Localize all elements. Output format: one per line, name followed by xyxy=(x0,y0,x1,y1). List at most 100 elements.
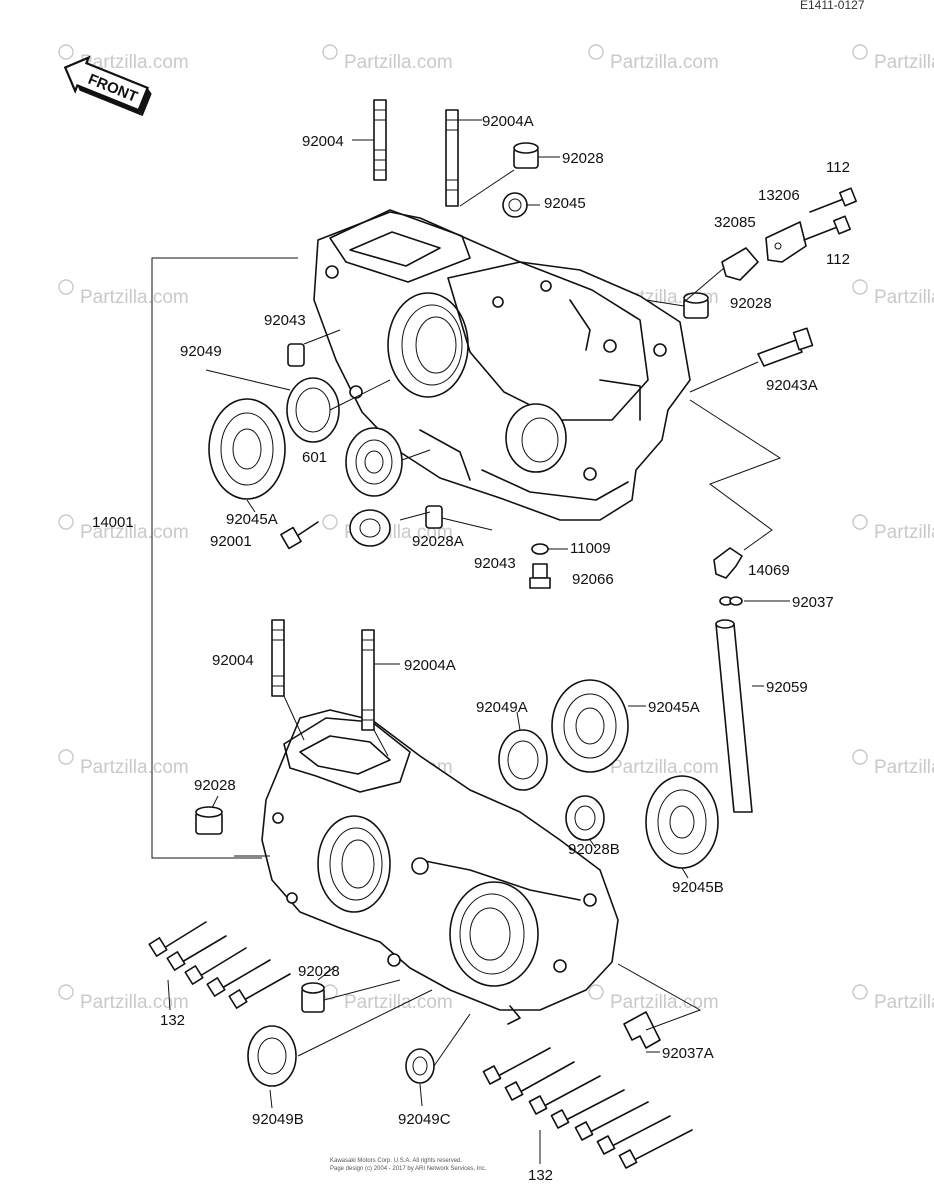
watermark: Partzilla.com xyxy=(58,279,189,308)
callout-92043a: 92043A xyxy=(766,377,818,394)
drawing-code: E1411-0127 xyxy=(800,0,865,12)
dowel-92028-bolt-area xyxy=(301,982,325,1013)
bolt-92001 xyxy=(280,521,319,550)
bolt-set-132-left xyxy=(148,921,291,1009)
callout-11009: 11009 xyxy=(570,540,611,557)
svg-text:Partzilla.com: Partzilla.com xyxy=(610,992,719,1013)
callout-112-a: 112 xyxy=(826,159,850,176)
svg-text:Partzilla.com: Partzilla.com xyxy=(610,52,719,73)
callout-132-bottom: 132 xyxy=(528,1167,553,1184)
leader-lines xyxy=(167,119,790,1164)
upper-crankcase-half xyxy=(313,209,691,521)
svg-text:Partzilla.com: Partzilla.com xyxy=(80,522,189,543)
callout-92028-lower: 92028 xyxy=(194,777,236,794)
watermark: Partzilla.com xyxy=(852,749,934,778)
bolt-112-a xyxy=(809,187,857,213)
collar-92028a xyxy=(349,509,391,547)
washer-11009 xyxy=(531,543,549,555)
callout-92004-upper: 92004 xyxy=(302,133,344,150)
stud-92004a-lower xyxy=(361,629,375,731)
svg-text:Partzilla.com: Partzilla.com xyxy=(874,522,934,543)
callout-92066: 92066 xyxy=(572,571,614,588)
watermark: Partzilla.com xyxy=(58,984,189,1013)
callout-13206: 13206 xyxy=(758,187,800,204)
oil-seal-92049b xyxy=(247,1025,297,1087)
watermark: Partzilla.com xyxy=(852,514,934,543)
watermark: Partzilla.com xyxy=(852,984,934,1013)
callout-132-left: 132 xyxy=(160,1012,185,1029)
callout-92037a: 92037A xyxy=(662,1045,714,1062)
callout-92028b: 92028B xyxy=(568,841,620,858)
clamp-92037a xyxy=(623,1011,661,1049)
callout-92028a: 92028A xyxy=(412,533,464,550)
svg-text:Partzilla.com: Partzilla.com xyxy=(344,52,453,73)
svg-text:Partzilla.com: Partzilla.com xyxy=(344,992,453,1013)
stud-92004-lower xyxy=(271,619,285,697)
stud-92004-upper xyxy=(373,99,387,181)
footer-line-2: Page design (c) 2004 - 2017 by ARI Netwo… xyxy=(330,1166,487,1172)
watermark: Partzilla.com xyxy=(58,514,189,543)
elbow-14069 xyxy=(713,547,743,579)
oil-seal-92049 xyxy=(286,377,340,443)
callout-92045a-upper: 92045A xyxy=(226,511,278,528)
fitting-92043a xyxy=(757,327,814,367)
bearing-92045b xyxy=(645,775,719,869)
svg-text:Partzilla.com: Partzilla.com xyxy=(874,287,934,308)
guide-32085 xyxy=(721,247,759,281)
callout-32085: 32085 xyxy=(714,214,756,231)
callout-92049a: 92049A xyxy=(476,699,528,716)
dowel-92028-right xyxy=(683,292,709,319)
bearing-92045-small xyxy=(502,192,528,218)
dowel-92028-lower xyxy=(195,806,223,835)
callout-14069: 14069 xyxy=(748,562,790,579)
callout-92028-right: 92028 xyxy=(730,295,772,312)
callout-92043-lower: 92043 xyxy=(474,555,516,572)
watermark: Partzilla.com xyxy=(852,279,934,308)
collar-92028b xyxy=(565,795,605,841)
svg-text:Partzilla.com: Partzilla.com xyxy=(874,757,934,778)
watermark: Partzilla.com xyxy=(588,984,719,1013)
callout-601: 601 xyxy=(302,449,327,466)
clamp-92037 xyxy=(719,596,743,606)
oil-seal-92049a xyxy=(498,729,548,791)
callout-92045b: 92045B xyxy=(672,879,724,896)
callout-92045a-lower: 92045A xyxy=(648,699,700,716)
callout-92045-upper: 92045 xyxy=(544,195,586,212)
watermark: Partzilla.com xyxy=(58,749,189,778)
callout-92004a-lower: 92004A xyxy=(404,657,456,674)
callout-92059: 92059 xyxy=(766,679,808,696)
plate-13206 xyxy=(765,221,807,263)
callout-92049c: 92049C xyxy=(398,1111,451,1128)
callout-92028-upper: 92028 xyxy=(562,150,604,167)
svg-text:Partzilla.com: Partzilla.com xyxy=(874,992,934,1013)
watermark: Partzilla.com xyxy=(322,44,453,73)
callout-92037: 92037 xyxy=(792,594,834,611)
callout-92004a-upper: 92004A xyxy=(482,113,534,130)
assembly-bracket-14001 xyxy=(151,257,298,859)
bolt-112-b xyxy=(803,215,851,241)
pin-92043-lower xyxy=(425,505,443,529)
callout-92043-upper: 92043 xyxy=(264,312,306,329)
watermark: Partzilla.com xyxy=(58,44,189,73)
callout-92001: 92001 xyxy=(210,533,252,550)
callout-14001: 14001 xyxy=(92,514,134,531)
svg-text:Partzilla.com: Partzilla.com xyxy=(80,757,189,778)
callout-92028-bolt: 92028 xyxy=(298,963,340,980)
footer-line-1: Kawasaki Motors Corp. U.S.A. All rights … xyxy=(330,1158,462,1164)
oil-seal-92049c xyxy=(405,1048,435,1084)
plug-92066 xyxy=(529,563,551,589)
svg-text:Partzilla.com: Partzilla.com xyxy=(80,52,189,73)
callout-92049: 92049 xyxy=(180,343,222,360)
bolt-set-132-bottom xyxy=(482,1047,693,1169)
lower-crankcase-half xyxy=(261,709,619,1025)
svg-text:Partzilla.com: Partzilla.com xyxy=(80,992,189,1013)
stud-92004a-upper xyxy=(445,109,459,207)
bearing-92045a-upper xyxy=(208,398,286,500)
dowel-92028-top xyxy=(513,142,539,169)
svg-text:Partzilla.com: Partzilla.com xyxy=(80,287,189,308)
svg-text:Partzilla.com: Partzilla.com xyxy=(610,757,719,778)
bearing-601 xyxy=(345,427,403,497)
svg-text:Partzilla.com: Partzilla.com xyxy=(874,52,934,73)
tube-92059 xyxy=(715,619,753,813)
